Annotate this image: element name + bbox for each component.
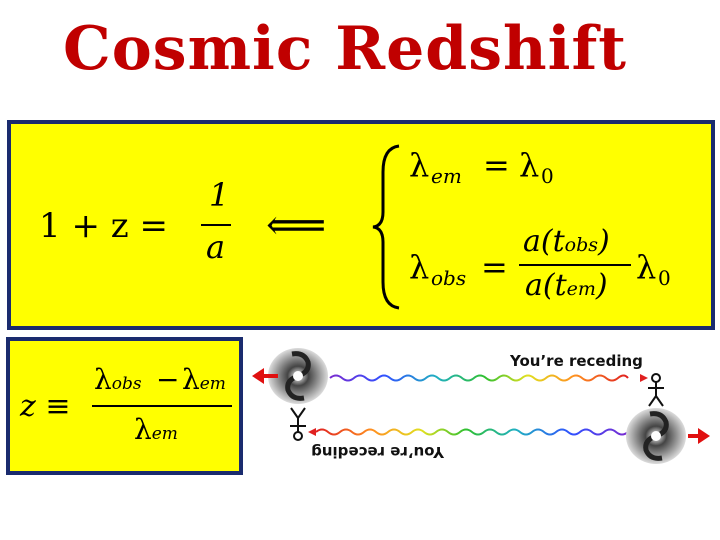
label-bottom: You’re receding [311, 443, 445, 461]
numerator-lambda-obs: λobs [94, 363, 142, 396]
eq1-zero-subscript: 0 [541, 164, 554, 188]
eq2-numerator: a(tobs) [523, 224, 610, 259]
label-top: You’re receding [509, 352, 643, 370]
observer-left-icon [290, 408, 306, 440]
eq2-zero-subscript: 0 [658, 266, 671, 290]
wave-top-arrowhead-icon [640, 374, 648, 382]
fraction-numerator: 1 [209, 176, 229, 214]
redshifted-wave-top [330, 376, 628, 381]
arrowhead-left-icon [252, 368, 264, 384]
numerator-minus: − [156, 363, 179, 396]
lhs-one-plus-z: 1 + z = [39, 206, 168, 246]
redshift-diagram: You’re receding You’re receding [248, 340, 714, 475]
brace-icon [369, 142, 409, 312]
slide-title: Cosmic Redshift [0, 14, 690, 84]
redshift-definition-box: z ≡ λobs − λem λem [6, 337, 243, 475]
eq1-lambda-zero: λ [519, 146, 539, 184]
eq2-denominator: a(tem) [525, 268, 608, 303]
eq2-equals: = [481, 248, 508, 286]
galaxy-right-icon [626, 408, 686, 464]
observer-right-icon [648, 374, 664, 406]
eq2-lambda-zero: λ [636, 248, 656, 286]
redshifted-wave-bottom [316, 430, 628, 435]
eq1-subscript: em [431, 164, 462, 188]
z-equiv: z ≡ [20, 389, 70, 424]
wave-bottom-arrowhead-icon [308, 428, 316, 436]
eq1-equals: = [483, 146, 510, 184]
definition-fraction-bar [92, 405, 232, 407]
implied-by-arrow: ⟸ [266, 200, 326, 249]
scale-factor-equation-box: 1 + z = 1 a ⟸ λ em = λ 0 λ obs = a(tobs)… [7, 120, 715, 330]
eq2-lambda: λ [409, 248, 429, 286]
eq2-fraction-bar [519, 264, 631, 266]
numerator-lambda-em: λem [182, 363, 226, 396]
arrowhead-right-icon [698, 428, 710, 444]
fraction-bar [201, 224, 231, 226]
denominator-lambda-em: λem [134, 413, 178, 446]
eq1-lambda: λ [409, 146, 429, 184]
fraction-denominator: a [206, 228, 225, 266]
eq2-subscript: obs [431, 266, 466, 290]
